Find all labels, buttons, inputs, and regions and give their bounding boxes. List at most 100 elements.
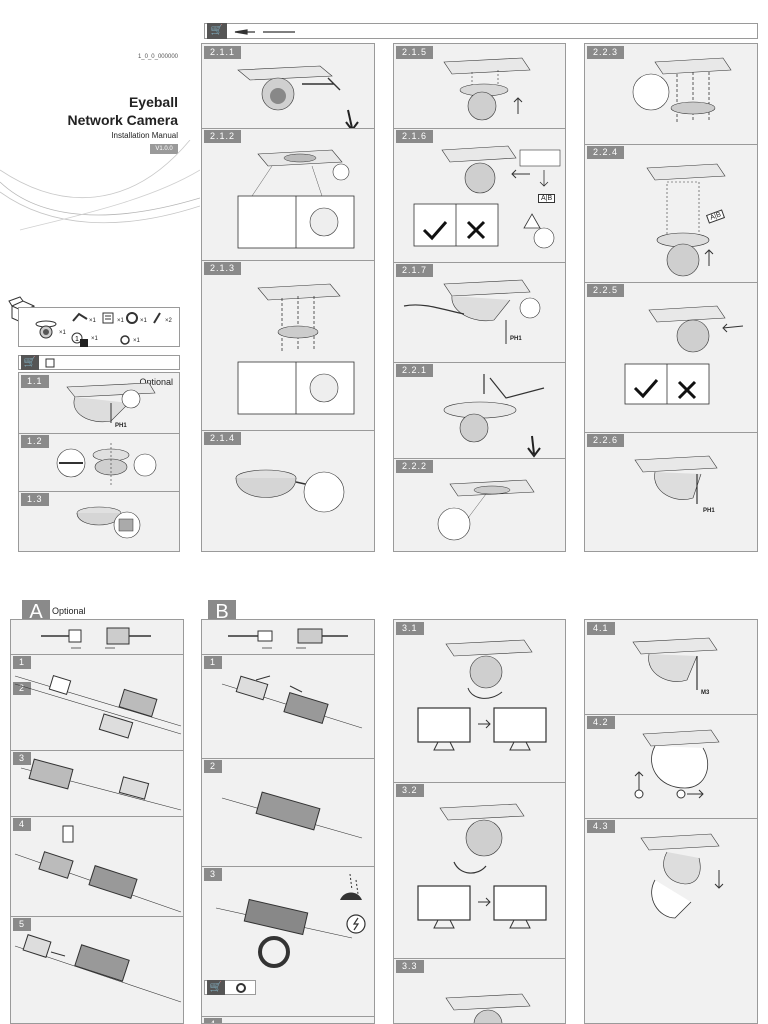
illustration-2-1-3 bbox=[237, 283, 355, 415]
step-2-2-1: 2.2.1 bbox=[396, 364, 434, 377]
count-wire: ×1 bbox=[89, 318, 96, 324]
cart-icon: 🛒 bbox=[21, 355, 39, 370]
step-2-1-4: 2.1.4 bbox=[204, 432, 242, 445]
illustration-b-2 bbox=[221, 791, 363, 839]
section-b-panel: 1 2 3 🛒 4 bbox=[201, 619, 375, 1024]
section2-col2: 2.1.5 2.1.6 A|B 2.1.7 PH1 2.2.1 bbox=[393, 43, 566, 552]
drill-icon bbox=[234, 29, 295, 35]
illustration-3-2 bbox=[417, 803, 547, 929]
illustration-2-2-6 bbox=[634, 455, 718, 504]
illustration-2-2-5 bbox=[624, 305, 744, 405]
step-a-1: 1 bbox=[13, 656, 32, 669]
cover-swoosh bbox=[0, 140, 200, 231]
step-4-3: 4.3 bbox=[587, 820, 615, 833]
illustration-2-2-2 bbox=[437, 479, 535, 541]
section-b-toolbar: 🛒 bbox=[204, 980, 256, 995]
step-2-2-5: 2.2.5 bbox=[587, 284, 625, 297]
illustration-2-1-2 bbox=[237, 149, 355, 249]
label-icon: 1 bbox=[71, 332, 83, 344]
section3-panel: 3.1 3.2 3.3 bbox=[393, 619, 566, 1024]
count-ring: ×1 bbox=[140, 318, 147, 324]
illustration-a-4 bbox=[14, 825, 182, 913]
step-1-3: 1.3 bbox=[21, 493, 49, 506]
step-b-2: 2 bbox=[204, 760, 223, 773]
step-2-2-3: 2.2.3 bbox=[587, 46, 625, 59]
count-camera: ×1 bbox=[59, 330, 66, 336]
step-1-2: 1.2 bbox=[21, 435, 49, 448]
section2-col1: 2.1.1 2.1.2 2.1.3 2.1.4 bbox=[201, 43, 375, 552]
step-4-2: 4.2 bbox=[587, 716, 615, 729]
illustration-2-1-4 bbox=[235, 469, 345, 513]
illustration-4-2 bbox=[634, 729, 720, 799]
illustration-2-1-7 bbox=[403, 279, 541, 344]
version-badge: V1.0.0 bbox=[150, 144, 178, 154]
step-b-4: 4 bbox=[204, 1018, 223, 1023]
ceiling-mount-illustration bbox=[66, 382, 156, 423]
illustration-2-2-4 bbox=[646, 163, 726, 277]
illustration-4-3 bbox=[640, 833, 724, 919]
camera-icon bbox=[35, 320, 57, 339]
step-1-1: 1.1 bbox=[21, 375, 49, 388]
step-a-5: 5 bbox=[13, 918, 32, 931]
packing-list: ×1 ×1 ×1 ×1 ×2 1 ×1 ×1 bbox=[18, 307, 180, 347]
step-a-4: 4 bbox=[13, 818, 32, 831]
count-plug: ×1 bbox=[91, 336, 98, 342]
document-icon bbox=[45, 358, 55, 368]
step-b-3: 3 bbox=[204, 868, 223, 881]
step-2-1-3: 2.1.3 bbox=[204, 262, 242, 275]
section-a-panel: 1 2 3 4 5 bbox=[10, 619, 184, 1024]
ring-icon bbox=[126, 312, 138, 324]
count-screw: ×2 bbox=[165, 318, 172, 324]
count-seal: ×1 bbox=[133, 338, 140, 344]
illustration-3-3 bbox=[445, 993, 531, 1023]
screw-icon bbox=[153, 312, 161, 324]
step-3-3: 3.3 bbox=[396, 960, 424, 973]
illustration-3-1 bbox=[417, 639, 547, 751]
step-3-1: 3.1 bbox=[396, 622, 424, 635]
section2-toolbar: 🛒 bbox=[204, 23, 758, 39]
step-2-1-7: 2.1.7 bbox=[396, 264, 434, 277]
section-a-optional: Optional bbox=[52, 606, 86, 616]
illustration-b-1 bbox=[221, 675, 363, 729]
illustration-b-3 bbox=[215, 873, 366, 968]
step-2-1-1: 2.1.1 bbox=[204, 46, 242, 59]
illustration-a-5 bbox=[14, 934, 182, 1003]
section1-panel: 1.1 Optional PH1 1.2 1.3 bbox=[18, 372, 180, 552]
illustration-a-3 bbox=[20, 758, 182, 811]
illustration-2-1-1 bbox=[237, 65, 359, 128]
step-2-1-2: 2.1.2 bbox=[204, 130, 242, 143]
cover-title-line2: Network Camera bbox=[67, 112, 179, 128]
section1-toolbar: 🛒 bbox=[18, 355, 180, 370]
tape-icon bbox=[236, 983, 246, 993]
doc-icon bbox=[102, 312, 114, 324]
cover-title-line1: Eyeball bbox=[128, 94, 178, 110]
screw-ph1-col2: PH1 bbox=[510, 336, 522, 342]
wire-icon bbox=[72, 312, 88, 322]
cart-icon: 🛒 bbox=[207, 980, 225, 995]
screw-m3: M3 bbox=[701, 690, 710, 696]
step-2-1-6: 2.1.6 bbox=[396, 130, 434, 143]
count-doc: ×1 bbox=[117, 318, 124, 324]
illustration-4-1 bbox=[632, 637, 718, 690]
ab-label-1: A|B bbox=[538, 194, 556, 203]
illustration-2-2-3 bbox=[632, 57, 732, 124]
illustration-2-1-6 bbox=[413, 145, 561, 249]
step-a-2: 2 bbox=[13, 682, 32, 695]
seal-icon bbox=[120, 335, 130, 345]
doc-code: 1_0_0_000000 bbox=[137, 54, 178, 60]
step-2-2-2: 2.2.2 bbox=[396, 460, 434, 473]
base-mount-illustration bbox=[76, 506, 141, 539]
cart-icon: 🛒 bbox=[207, 23, 227, 39]
plug-icon bbox=[80, 339, 88, 347]
step-2-1-5: 2.1.5 bbox=[396, 46, 434, 59]
step-4-1: 4.1 bbox=[587, 622, 615, 635]
step-a-3: 3 bbox=[13, 752, 32, 765]
step-2-2-4: 2.2.4 bbox=[587, 146, 625, 159]
step-b-1: 1 bbox=[204, 656, 223, 669]
step-3-2: 3.2 bbox=[396, 784, 424, 797]
illustration-a-1-2 bbox=[14, 675, 182, 739]
connector-overview-b bbox=[228, 628, 348, 649]
illustration-2-1-5 bbox=[443, 57, 531, 121]
connector-overview-a bbox=[41, 627, 151, 649]
screw-ph1-col3: PH1 bbox=[703, 508, 715, 514]
